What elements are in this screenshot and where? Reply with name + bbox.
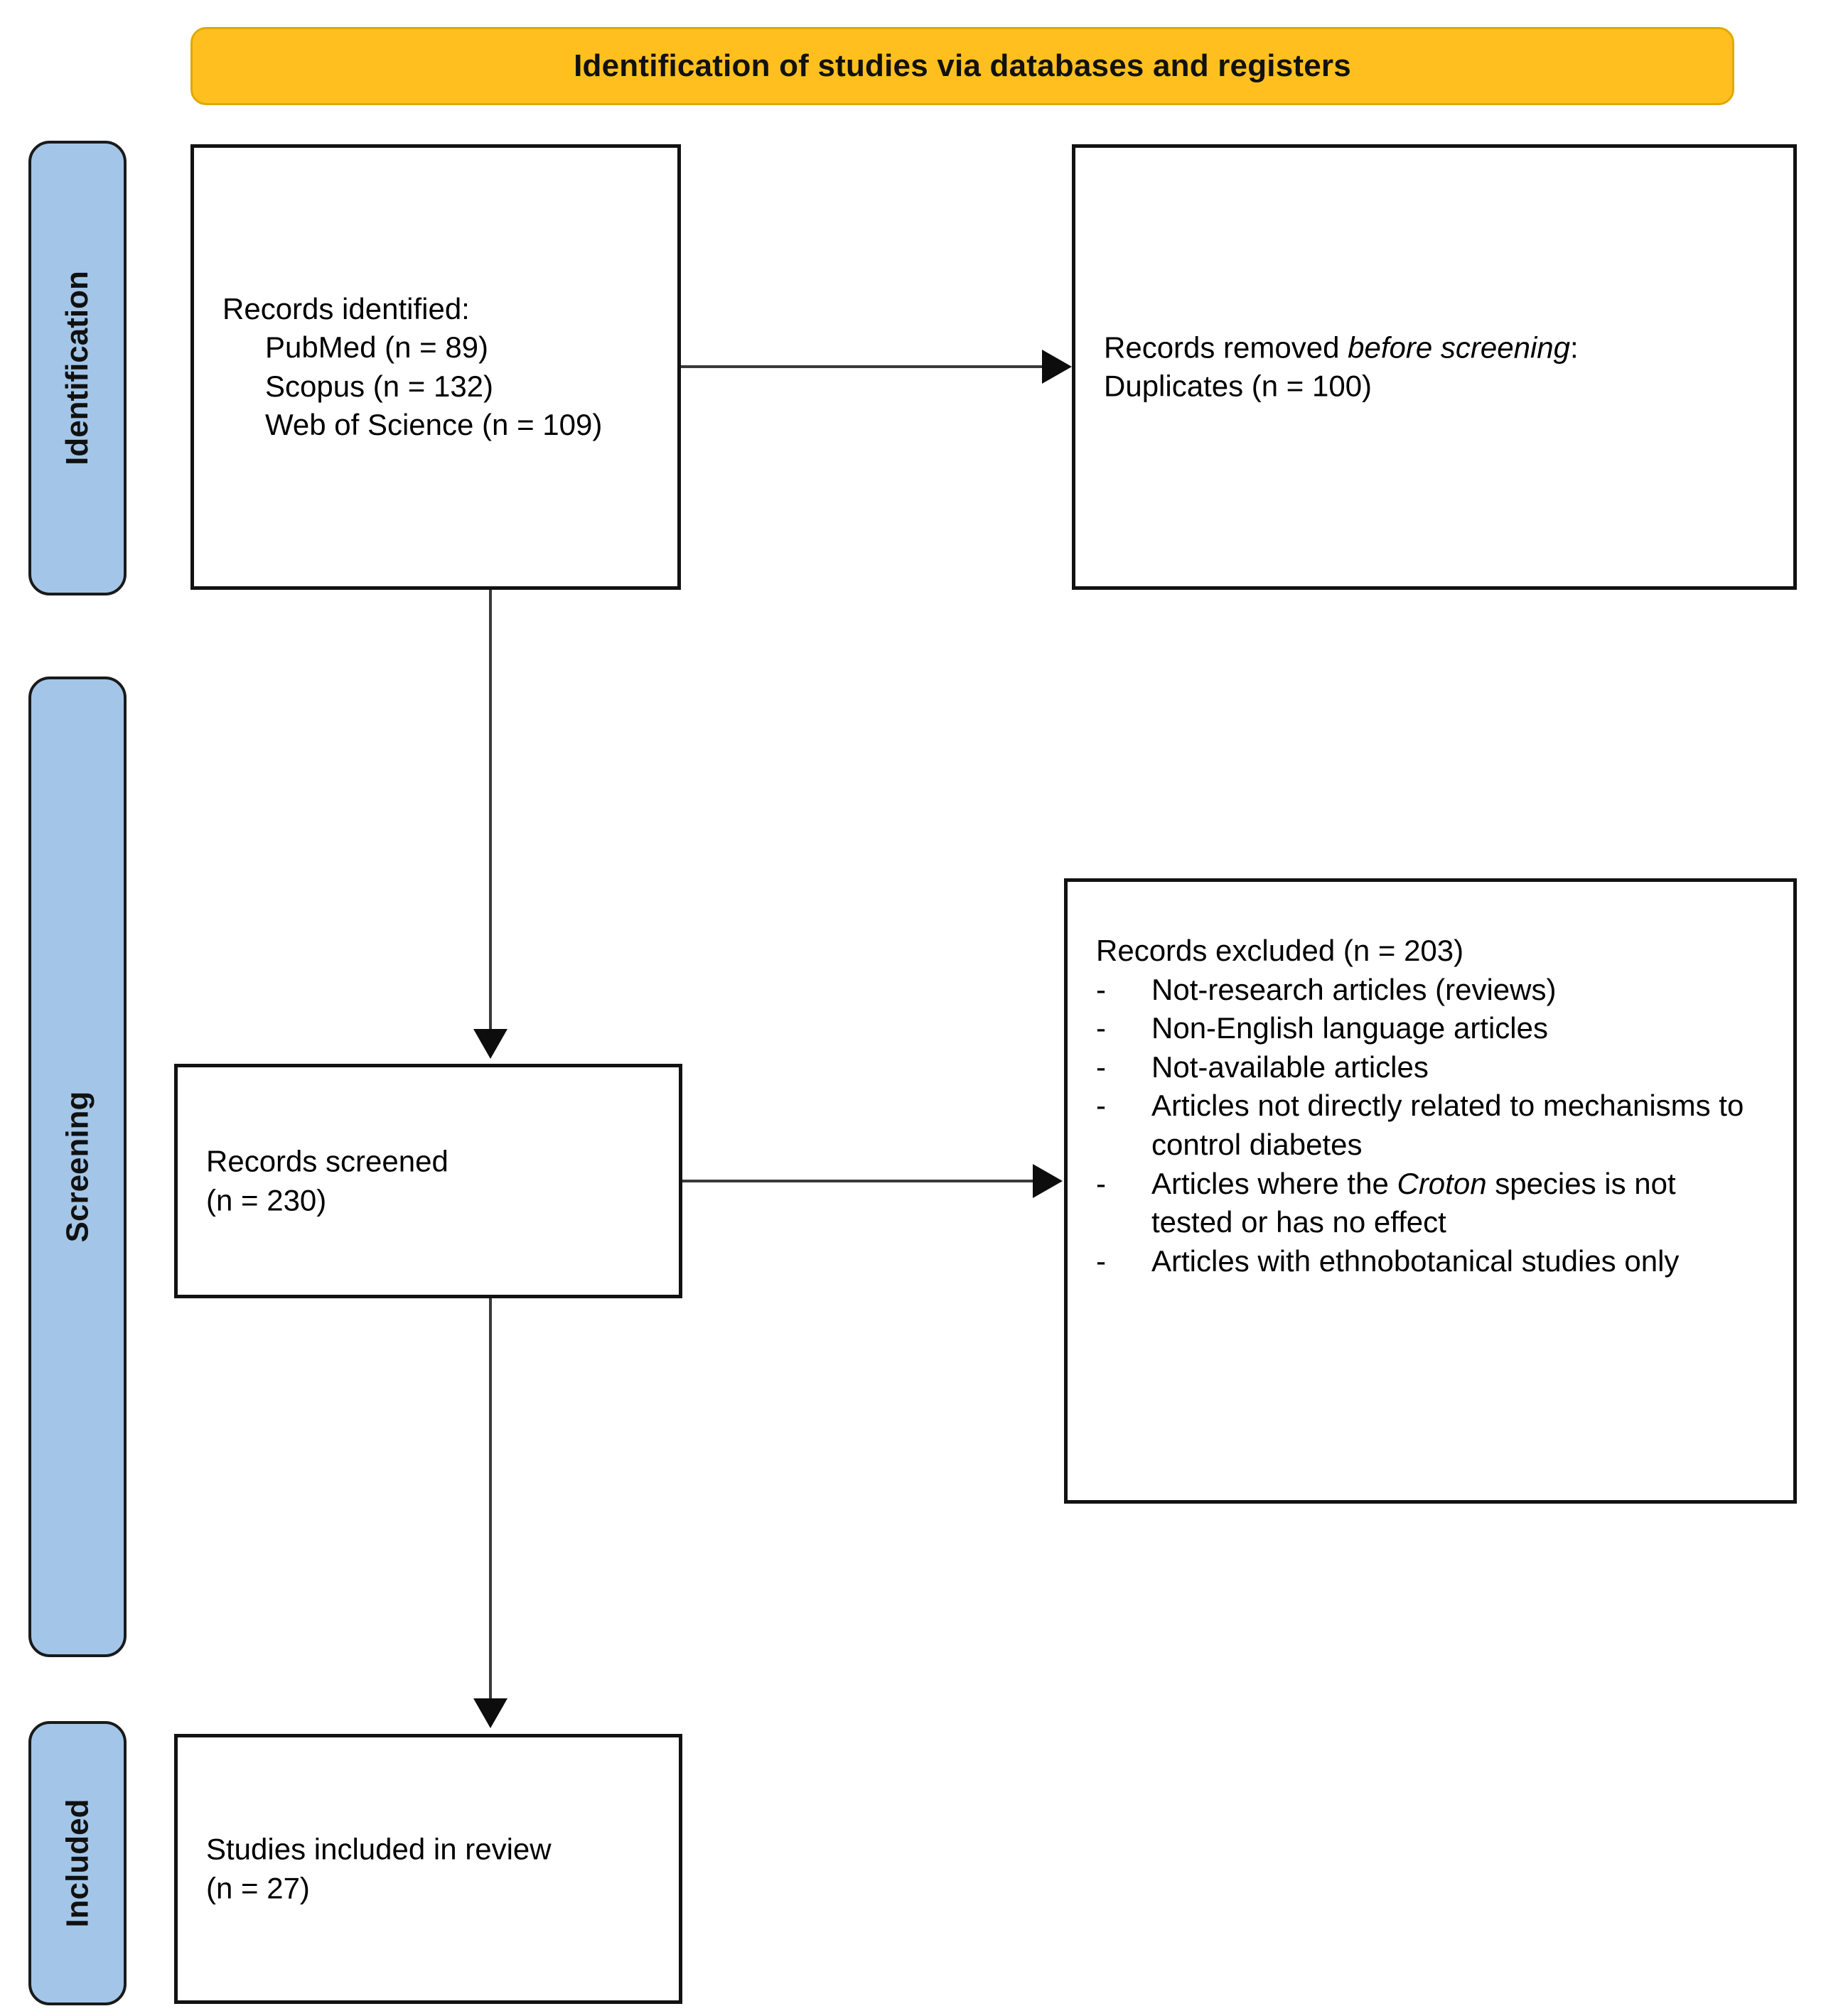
box-records-identified-content: Records identified: PubMed (n = 89) Scop… [194,289,677,444]
banner-title: Identification of studies via databases … [574,48,1351,83]
box-studies-included-in-review: Studies included in review (n = 27) [174,1734,682,2004]
box-records-excluded-content: Records excluded (n = 203) - Not-researc… [1068,882,1793,1281]
list-item: - Articles with ethnobotanical studies o… [1096,1242,1765,1281]
connector-identified-to-screened-arrow-icon [473,1029,507,1059]
list-item: - Articles not directly related to mecha… [1096,1087,1765,1164]
diagram-header-banner: Identification of studies via databases … [190,27,1734,105]
bullet-dash-icon: - [1096,972,1106,1006]
records-excluded-heading: Records excluded (n = 203) [1096,934,1464,967]
connector-identified-to-removed-arrow-icon [1042,350,1072,384]
box-records-removed-content: Records removed before screening: Duplic… [1075,328,1793,406]
bullet-dash-icon: - [1096,1011,1106,1045]
exclusion-reason-post: species is not tested or has no effect [1151,1166,1676,1239]
records-identified-source-web-of-science: Web of Science (n = 109) [265,408,603,442]
connector-screened-to-excluded-line [682,1180,1034,1182]
stage-rail-identification: Identification [28,141,127,595]
records-identified-title: Records identified: [222,291,470,325]
bullet-dash-icon: - [1096,1050,1106,1084]
list-item: - Articles where the Croton species is n… [1096,1165,1765,1242]
exclusion-reason-text: Articles where the Croton species is not… [1151,1165,1765,1242]
records-removed-heading-pre: Records removed [1104,330,1348,364]
bullet-dash-icon: - [1096,1166,1106,1200]
connector-identified-to-removed-line [681,365,1043,368]
stage-rail-included-label: Included [60,1799,95,1928]
records-removed-heading: Records removed before screening: [1104,328,1765,367]
list-item: - Not-research articles (reviews) [1096,971,1765,1010]
records-identified-source-scopus: Scopus (n = 132) [265,369,494,403]
list-item: - Non-English language articles [1096,1009,1765,1048]
stage-rail-screening: Screening [28,677,127,1657]
records-identified-source-pubmed: PubMed (n = 89) [265,330,489,364]
exclusion-reason-text: Articles not directly related to mechani… [1151,1089,1744,1161]
box-studies-included-content: Studies included in review (n = 27) [178,1830,679,1907]
records-excluded-reason-list: - Not-research articles (reviews) - Non-… [1096,971,1765,1281]
box-records-screened: Records screened (n = 230) [174,1064,682,1298]
box-records-screened-content: Records screened (n = 230) [178,1142,679,1219]
exclusion-reason-pre: Articles where the [1151,1166,1397,1200]
records-removed-heading-post: : [1570,330,1579,364]
connector-identified-to-screened-line [489,590,492,1030]
exclusion-reason-text: Non-English language articles [1151,1011,1548,1045]
bullet-dash-icon: - [1096,1244,1106,1278]
stage-rail-screening-label: Screening [60,1091,95,1243]
connector-screened-to-included-line [489,1298,492,1700]
exclusion-reason-text: Articles with ethnobotanical studies onl… [1151,1244,1680,1278]
stage-rail-included: Included [28,1721,127,2005]
exclusion-reason-text: Not-research articles (reviews) [1151,972,1557,1006]
stage-rail-identification-label: Identification [60,271,95,465]
connector-screened-to-excluded-arrow-icon [1033,1164,1063,1198]
bullet-dash-icon: - [1096,1089,1106,1123]
box-records-removed-before-screening: Records removed before screening: Duplic… [1072,144,1797,590]
exclusion-reason-species-name: Croton [1397,1166,1487,1200]
records-removed-duplicates: Duplicates (n = 100) [1104,369,1373,403]
box-records-identified: Records identified: PubMed (n = 89) Scop… [190,144,681,590]
connector-screened-to-included-arrow-icon [473,1698,507,1728]
studies-included-label: Studies included in review [206,1832,552,1866]
studies-included-count: (n = 27) [206,1871,310,1904]
exclusion-reason-text: Not-available articles [1151,1050,1429,1084]
records-removed-heading-emphasis: before screening [1348,330,1571,364]
records-screened-count: (n = 230) [206,1183,327,1217]
box-records-excluded: Records excluded (n = 203) - Not-researc… [1064,878,1797,1504]
list-item: - Not-available articles [1096,1048,1765,1087]
records-screened-label: Records screened [206,1144,448,1178]
